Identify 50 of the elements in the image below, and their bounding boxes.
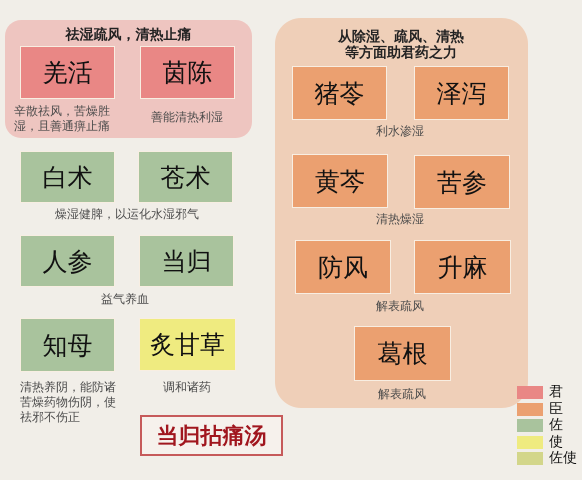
pair-note: 益气养血	[101, 292, 149, 307]
pair-note: 利水渗湿	[376, 124, 424, 139]
legend-label: 佐使	[549, 450, 577, 468]
herb-name: 黄芩	[315, 168, 365, 194]
herb-note: 调和诸药	[163, 380, 211, 395]
herb-box	[295, 240, 391, 294]
herb-note: 善能清热利湿	[151, 110, 223, 125]
herb-name: 茵陈	[162, 60, 212, 85]
herb-name: 当归	[162, 248, 212, 274]
herb-name: 苦参	[437, 170, 487, 194]
group-heading: 祛湿疏风，清热止痛	[64, 27, 192, 43]
formula-title: 当归拈痛汤	[140, 415, 283, 456]
herb-name: 羌活	[42, 60, 92, 85]
herb-name: 泽泻	[436, 80, 486, 106]
legend-label: 君	[549, 384, 563, 401]
herb-name: 白术	[42, 164, 92, 190]
herb-name: 猪苓	[314, 80, 364, 106]
herb-box	[138, 151, 233, 203]
herb-box	[20, 318, 115, 372]
herb-name: 防风	[318, 254, 368, 280]
group-panel	[5, 20, 252, 138]
herb-box	[140, 46, 235, 99]
legend-label: 使	[549, 434, 563, 451]
herb-box	[414, 66, 509, 120]
herb-box	[139, 235, 234, 287]
herb-box	[414, 155, 510, 209]
legend-label: 臣	[549, 400, 563, 418]
herb-box	[20, 235, 115, 287]
herb-name: 人参	[42, 248, 92, 274]
pair-note: 解表疏风	[376, 299, 424, 314]
legend-label: 佐	[549, 417, 563, 434]
herb-box	[354, 326, 451, 381]
herb-note: 清热养阴，能防诸苦燥药物伤阴，使祛邪不伤正	[20, 380, 117, 425]
herb-box	[20, 46, 115, 99]
herb-note: 解表疏风	[378, 387, 426, 402]
herb-name: 葛根	[378, 341, 428, 366]
herb-box	[414, 240, 511, 294]
herb-name: 知母	[42, 332, 92, 358]
herb-box	[20, 151, 115, 203]
group-heading: 从除湿、疏风、清热等方面助君药之力	[336, 29, 465, 61]
herb-box	[292, 154, 388, 208]
herb-name: 苍术	[160, 164, 210, 190]
herb-box	[139, 318, 236, 371]
pair-note: 清热燥湿	[376, 212, 424, 227]
pair-note: 燥湿健脾，以运化水湿邪气	[55, 207, 199, 222]
herb-name: 升麻	[438, 254, 488, 280]
herb-box	[292, 66, 387, 120]
herb-name: 炙甘草	[150, 332, 225, 357]
herb-note: 辛散祛风，苦燥胜湿，且善通痹止痛	[14, 104, 111, 134]
group-panel	[275, 18, 528, 408]
